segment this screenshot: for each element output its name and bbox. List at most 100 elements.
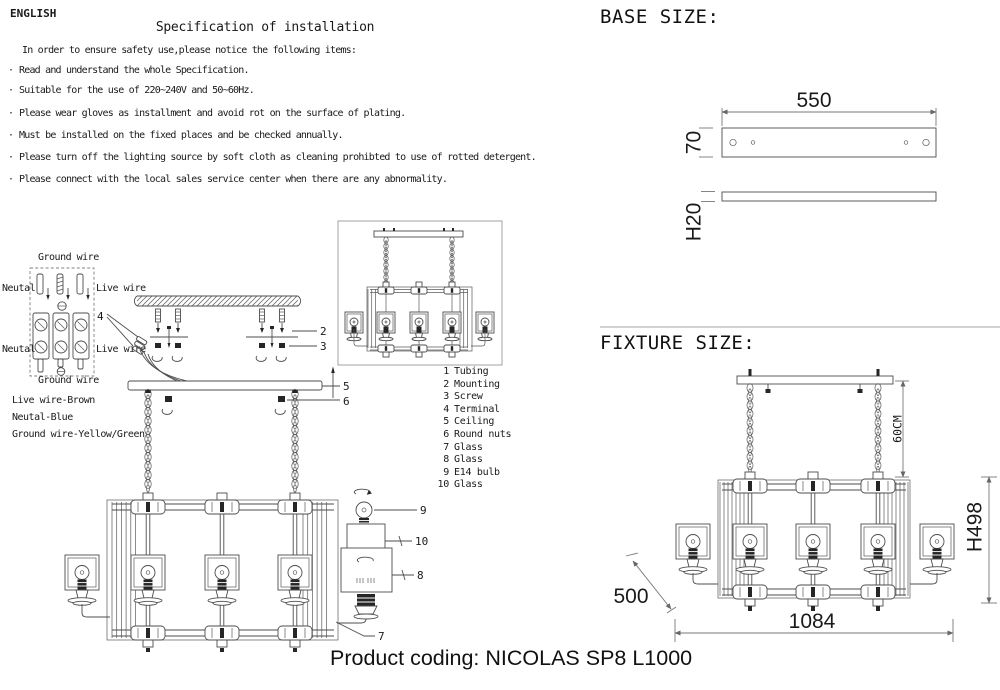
anchor-bolt <box>155 308 161 334</box>
fixture-ceiling-bar <box>736 375 894 385</box>
wiring-ground-top-label: Ground wire <box>38 252 99 263</box>
spec-intro: In order to ensure safety use,please not… <box>22 45 357 56</box>
safety-item-text: Please turn off the lighting source by s… <box>19 152 537 163</box>
glass-marking <box>356 578 375 583</box>
fixture-chain-right <box>874 383 882 474</box>
base-size-drawing: 550 70 H20 <box>683 89 937 242</box>
callout-7: 7 <box>378 630 385 643</box>
fixture-chain-left <box>746 383 754 474</box>
wiring-live-top-label: Live wire <box>96 283 146 294</box>
hanging-chain-right <box>291 388 299 493</box>
part-number: 4 <box>443 403 449 415</box>
part-number: 6 <box>443 428 449 440</box>
part-name: Glass <box>454 441 483 453</box>
part-number: 5 <box>443 416 449 428</box>
part-number: 8 <box>443 454 449 466</box>
fixture-hub <box>732 471 768 494</box>
mini-hub-bottom <box>377 344 395 358</box>
fixture-hub <box>860 471 896 494</box>
wiring-terminal-diagram: Ground wire Neutal Live wire Neutal Live… <box>2 252 147 440</box>
terminal-strips <box>32 312 90 360</box>
part-row: 1 Tubing <box>437 366 511 379</box>
assembled-fixture-thumbnail <box>337 220 503 366</box>
wiring-ground-bottom-label: Ground wire <box>38 375 99 386</box>
glass-shade <box>204 554 240 606</box>
fixture-height-dim: H498 <box>964 502 987 552</box>
callout-10: 10 <box>415 535 428 548</box>
spec-title: Specification of installation <box>155 20 375 35</box>
part-row: 2 Mounting <box>437 379 511 392</box>
hanging-chain-left <box>144 388 152 493</box>
base-size-heading: BASE SIZE: <box>600 6 720 28</box>
part-name: Glass <box>454 479 483 491</box>
fixture-shade <box>732 523 768 575</box>
part-name: E14 bulb <box>454 466 500 478</box>
callout-3: 3 <box>320 340 327 353</box>
fixture-hub-bottom <box>860 584 896 607</box>
fixture-hub-bottom <box>732 584 768 607</box>
fixture-size-heading: FIXTURE SIZE: <box>600 332 756 354</box>
frame-hub-bottom <box>204 625 240 648</box>
frame-hub-bottom <box>277 625 313 648</box>
part-number: 2 <box>443 378 449 390</box>
bullet-icon: · <box>8 65 14 76</box>
fixture-width-dim: 1084 <box>789 610 836 633</box>
arm-left <box>81 604 110 618</box>
bullet-icon: · <box>8 108 14 119</box>
base-thickness-dim: H20 <box>683 203 706 242</box>
part-number: 1 <box>443 366 449 377</box>
base-depth-dim: 70 <box>683 131 706 154</box>
safety-item: ·Suitable for the use of 220~240V and 50… <box>8 85 255 96</box>
wire-direction-arrows <box>46 288 90 300</box>
wiring-neutral-bottom-label: Neutal <box>2 344 36 355</box>
chain-length-dim: 60CM <box>891 415 905 443</box>
callout-5: 5 <box>343 380 350 393</box>
frame-hub <box>130 492 166 515</box>
mini-shade <box>409 311 429 342</box>
fixture-shade <box>919 523 955 575</box>
frame-hub <box>277 492 313 515</box>
mini-hub-bottom <box>443 344 461 358</box>
fixture-arm-left <box>692 573 718 585</box>
ceiling-plate-callout <box>322 366 340 398</box>
screw-nuts-hooks <box>151 343 287 362</box>
part-name: Mounting <box>454 378 500 390</box>
anchor-bolt <box>259 308 265 334</box>
e14-bulb <box>355 501 373 519</box>
arm-right <box>337 618 367 624</box>
fixture-shade <box>795 523 831 575</box>
base-plate-top-view <box>721 127 937 158</box>
bullet-icon: · <box>8 130 14 141</box>
glass-shade <box>277 554 313 606</box>
lamp-socket <box>357 594 375 606</box>
legend-ground-wire: Ground wire-Yellow/Green <box>12 429 145 440</box>
callout-2: 2 <box>320 325 327 338</box>
round-nuts <box>161 396 340 415</box>
fixture-rods <box>747 493 881 586</box>
mini-hub <box>443 281 461 295</box>
frame-hub-bottom <box>130 625 166 648</box>
safety-item-text: Please wear gloves as installment and av… <box>19 108 406 119</box>
part-row: 7 Glass <box>437 442 511 455</box>
anchor-bolt <box>175 308 181 334</box>
ceiling-hatch <box>137 296 298 306</box>
glass-shade <box>64 554 100 606</box>
part-number: 7 <box>443 441 449 453</box>
safety-item-text: Suitable for the use of 220~240V and 50~… <box>19 85 255 96</box>
part-name: Tubing <box>454 366 489 377</box>
callout-4: 4 <box>97 310 104 323</box>
fixture-arm-right <box>910 573 938 585</box>
callout-8: 8 <box>417 569 424 582</box>
mini-glass-left <box>367 289 376 348</box>
product-coding: Product coding: NICOLAS SP8 L1000 <box>330 646 693 670</box>
